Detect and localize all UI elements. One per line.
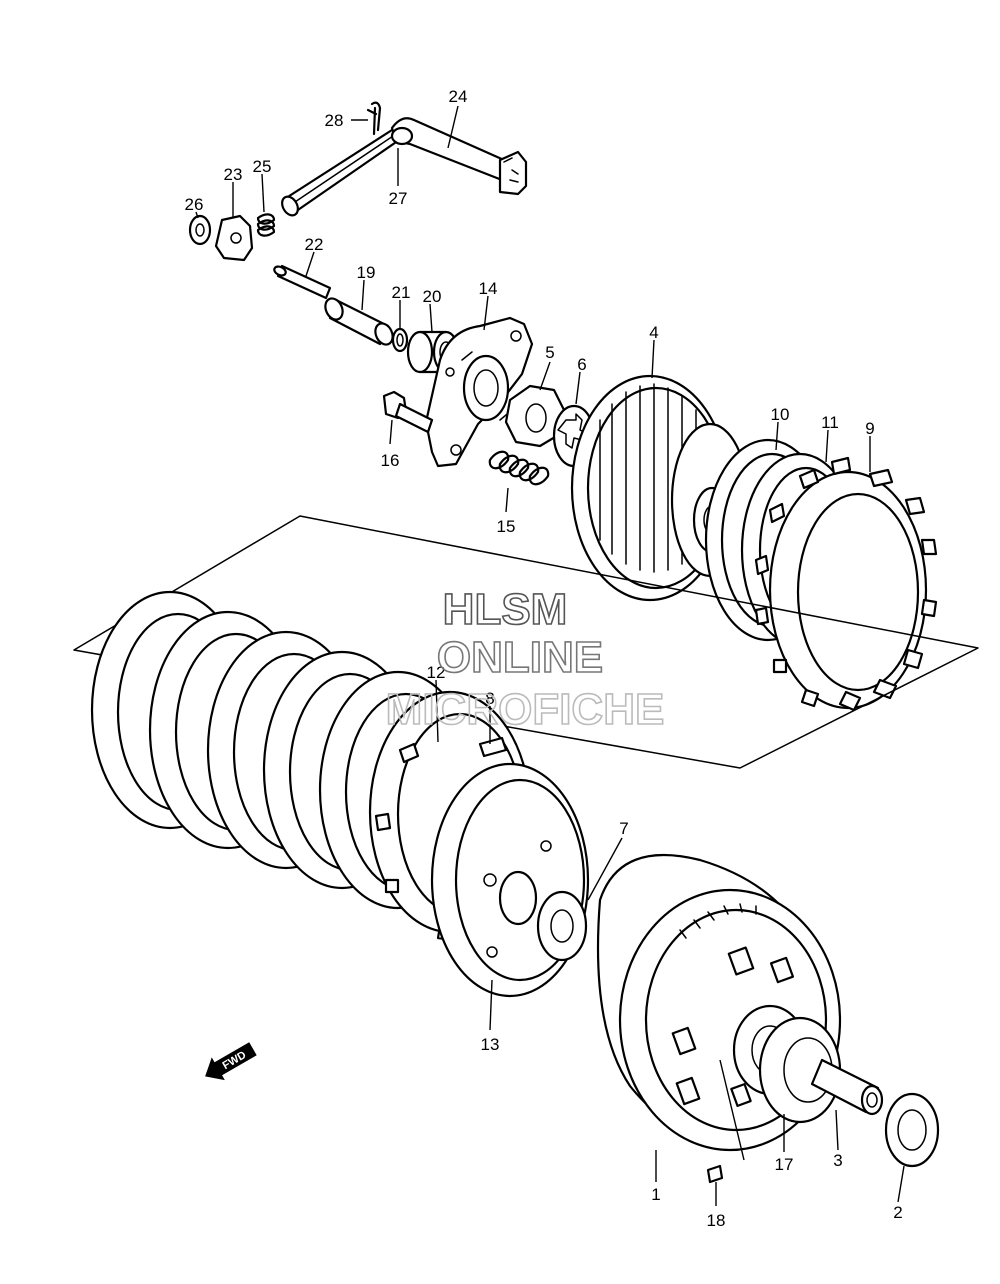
part-19-push-piece [324, 297, 394, 346]
callout-21: 21 [392, 283, 411, 302]
callout-10: 10 [771, 405, 790, 424]
callout-9: 9 [865, 419, 874, 438]
part-9-drive-plate [754, 456, 938, 712]
callout-2: 2 [893, 1203, 902, 1222]
callout-19: 19 [357, 263, 376, 282]
watermark-line-3: MICROFICHE [386, 685, 665, 734]
part-3-spacer [810, 1058, 884, 1116]
part-2-washer [884, 1092, 940, 1168]
part-15-springs [488, 450, 550, 486]
fwd-label: FWD [221, 1049, 249, 1072]
part-21-o-ring [391, 327, 409, 353]
watermark-line-1: HLSM [443, 585, 568, 634]
callout-17: 17 [775, 1155, 794, 1174]
callout-12: 12 [427, 663, 446, 682]
callout-5: 5 [545, 343, 554, 362]
callout-14: 14 [479, 279, 498, 298]
part-18-pin [706, 1164, 724, 1184]
callout-20: 20 [423, 287, 442, 306]
part-23-plate [214, 214, 254, 262]
callout-7: 7 [619, 819, 628, 838]
callout-numbers: 24 28 27 23 25 26 22 19 21 20 14 5 6 4 1… [185, 87, 903, 1230]
callout-27: 27 [389, 189, 408, 208]
callout-25: 25 [253, 157, 272, 176]
callout-18: 18 [707, 1211, 726, 1230]
leader-lines [195, 105, 905, 1206]
part-22-pin [273, 264, 332, 300]
callout-6: 6 [577, 355, 586, 374]
callout-15: 15 [497, 517, 516, 536]
part-28-cotter-pin [366, 101, 382, 136]
callout-3: 3 [833, 1151, 842, 1170]
part-25-spring [256, 213, 276, 237]
watermark: HLSM ONLINE MICROFICHE [385, 584, 665, 735]
callout-23: 23 [224, 165, 243, 184]
callout-4: 4 [649, 323, 658, 342]
plate-set-outline [73, 515, 979, 769]
callout-26: 26 [185, 195, 204, 214]
part-16-bolt [382, 390, 434, 434]
callout-13: 13 [481, 1035, 500, 1054]
callout-28: 28 [325, 111, 344, 130]
part-7-thrust-washer [536, 890, 588, 962]
part-14-pressure-plate [424, 316, 534, 468]
callout-1: 1 [651, 1185, 660, 1204]
callout-8: 8 [485, 689, 494, 708]
part-13-pressure-disc [430, 762, 590, 998]
callout-16: 16 [381, 451, 400, 470]
watermark-line-2: ONLINE [437, 633, 603, 682]
part-24-release-lever [281, 117, 528, 217]
fwd-arrow-icon: FWD [205, 1042, 257, 1081]
part-26-washer [188, 214, 212, 246]
callout-22: 22 [305, 235, 324, 254]
callout-24: 24 [449, 87, 468, 106]
callout-11: 11 [821, 413, 839, 432]
